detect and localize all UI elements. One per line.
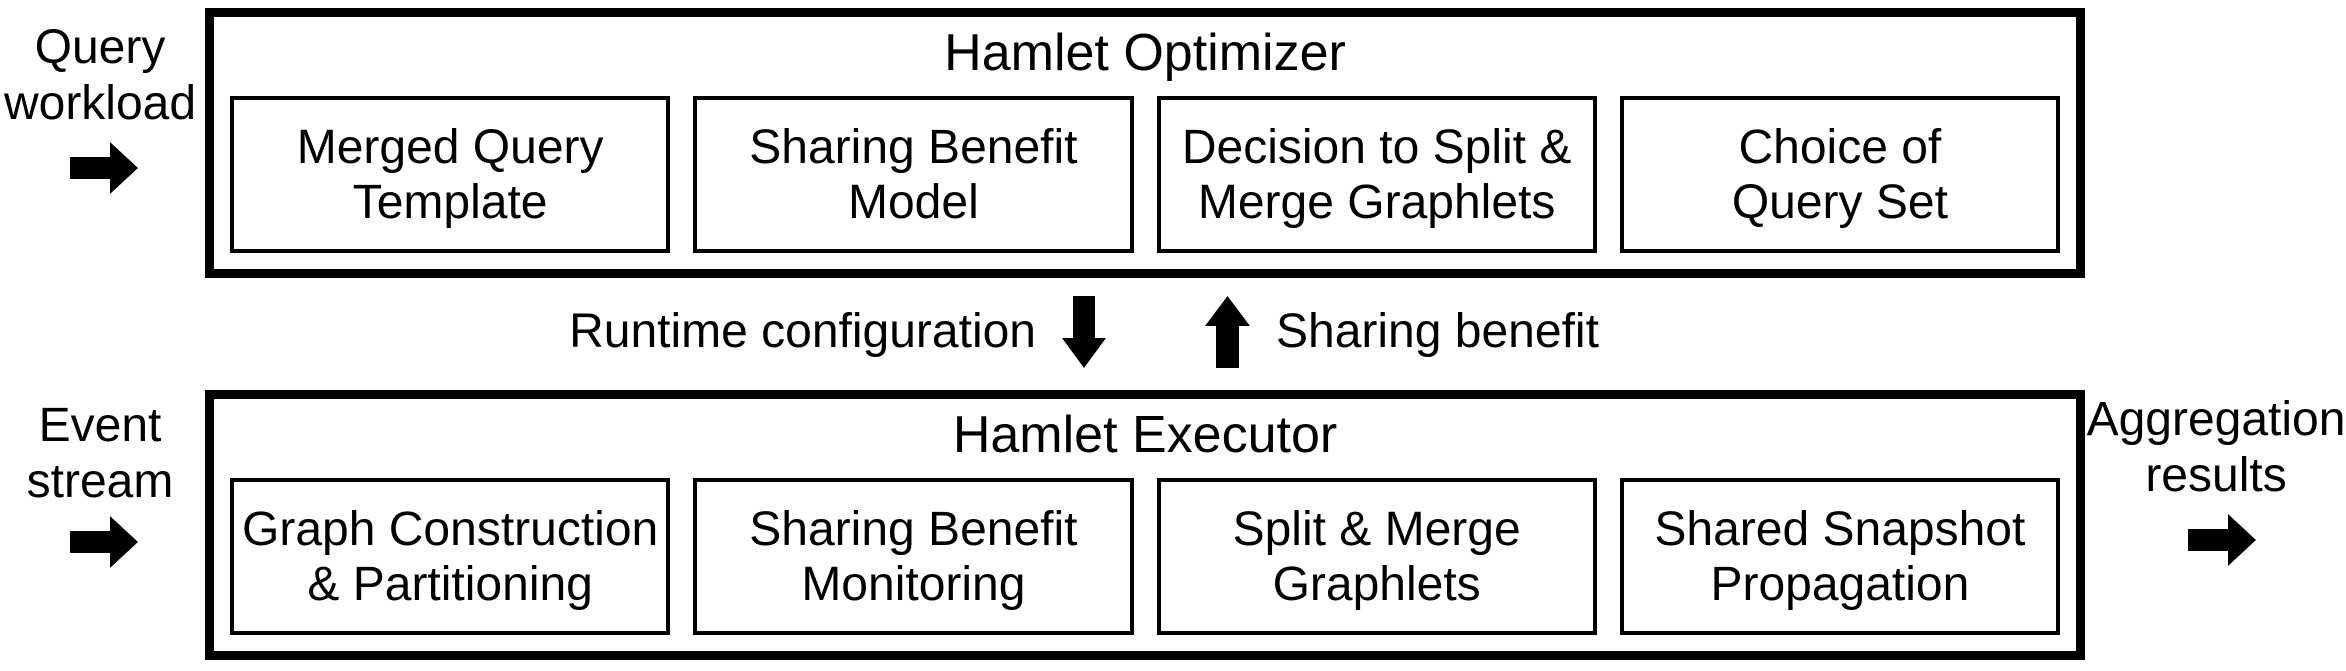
module-shared-snapshot-propagation: Shared Snapshot Propagation	[1619, 478, 2060, 635]
optimizer-title: Hamlet Optimizer	[944, 24, 1346, 82]
event-stream-label: Event stream	[0, 398, 200, 510]
module-label-line: & Partitioning	[307, 557, 593, 611]
module-decision-split-merge-graphlets: Decision to Split & Merge Graphlets	[1156, 96, 1597, 253]
query-workload-label: Query workload	[0, 20, 200, 132]
module-label-line: Sharing Benefit	[749, 120, 1078, 174]
module-label-line: Sharing Benefit	[749, 502, 1078, 556]
module-label-line: Model	[848, 175, 979, 229]
module-merged-query-template: Merged Query Template	[230, 96, 671, 253]
module-sharing-benefit-monitoring: Sharing Benefit Monitoring	[693, 478, 1134, 635]
module-split-merge-graphlets: Split & Merge Graphlets	[1156, 478, 1597, 635]
up-arrow-icon	[1205, 296, 1250, 368]
module-label-line: Split & Merge	[1232, 502, 1521, 556]
down-arrow-icon	[1062, 296, 1106, 368]
runtime-configuration-label: Runtime configuration	[569, 305, 1036, 358]
module-graph-construction-partitioning: Graph Construction & Partitioning	[230, 478, 671, 635]
module-label-line: Graphlets	[1272, 557, 1481, 611]
right-arrow-icon	[70, 142, 138, 194]
aggregation-results-line1: Aggregation	[2086, 393, 2346, 446]
executor-container: Hamlet Executor Graph Construction & Par…	[205, 390, 2085, 660]
module-sharing-benefit-model: Sharing Benefit Model	[693, 96, 1134, 253]
module-label-line: Propagation	[1710, 557, 1970, 611]
module-label-line: Merge Graphlets	[1197, 175, 1556, 229]
module-label-line: Choice of	[1738, 120, 1942, 174]
module-label-line: Graph Construction	[242, 502, 659, 556]
query-workload-line1: Query	[34, 21, 166, 74]
module-label-line: Merged Query	[296, 120, 604, 174]
module-label-line: Monitoring	[801, 557, 1026, 611]
optimizer-module-row: Merged Query Template Sharing Benefit Mo…	[230, 96, 2060, 253]
module-label-line: Template	[352, 175, 548, 229]
event-stream-line1: Event	[38, 399, 162, 452]
aggregation-results-label: Aggregation results	[2086, 392, 2346, 504]
sharing-benefit-label: Sharing benefit	[1276, 305, 1599, 358]
executor-title: Hamlet Executor	[952, 406, 1338, 464]
query-workload-line2: workload	[3, 77, 197, 130]
module-label-line: Decision to Split &	[1181, 120, 1572, 174]
right-arrow-icon	[70, 516, 138, 568]
executor-module-row: Graph Construction & Partitioning Sharin…	[230, 478, 2060, 635]
module-label-line: Query Set	[1731, 175, 1948, 229]
aggregation-results-line2: results	[2145, 449, 2287, 502]
event-stream-line2: stream	[26, 455, 174, 508]
module-choice-of-query-set: Choice of Query Set	[1619, 96, 2060, 253]
optimizer-container: Hamlet Optimizer Merged Query Template S…	[205, 8, 2085, 278]
right-arrow-icon	[2188, 514, 2256, 566]
module-label-line: Shared Snapshot	[1654, 502, 2026, 556]
